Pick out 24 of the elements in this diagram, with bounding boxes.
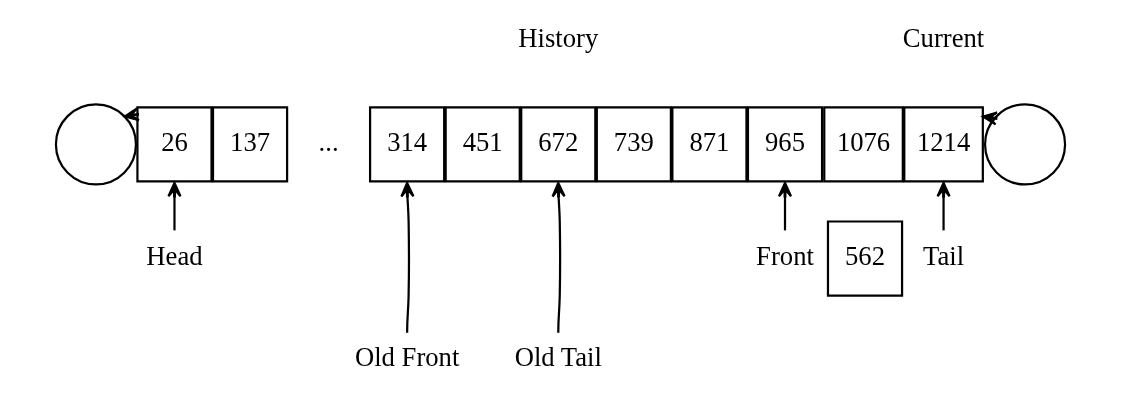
label: Current xyxy=(902,23,985,54)
arrow xyxy=(167,181,182,231)
arrow xyxy=(981,111,999,126)
label: ... xyxy=(318,126,339,157)
node-box: 1214 xyxy=(903,106,984,183)
node-box: 314 xyxy=(368,106,446,183)
node-box: 562 xyxy=(826,220,904,297)
arrow xyxy=(400,181,415,333)
arrow xyxy=(936,181,951,231)
node-text: Old Tail xyxy=(514,341,602,372)
arrow xyxy=(777,181,793,231)
node-box: 871 xyxy=(671,106,748,183)
node-box: 965 xyxy=(746,106,824,183)
label: History xyxy=(518,23,599,54)
node-box: 1076 xyxy=(823,106,904,183)
node-text: Tail xyxy=(923,241,965,272)
node-text: Old Front xyxy=(354,341,460,372)
node-box: 137 xyxy=(211,106,289,183)
node-text: Head xyxy=(146,241,203,272)
node-text: Front xyxy=(756,241,814,272)
node-box: 739 xyxy=(595,106,672,183)
node-box: 672 xyxy=(520,106,597,183)
arrow xyxy=(551,181,566,333)
node-box: 451 xyxy=(444,106,521,183)
